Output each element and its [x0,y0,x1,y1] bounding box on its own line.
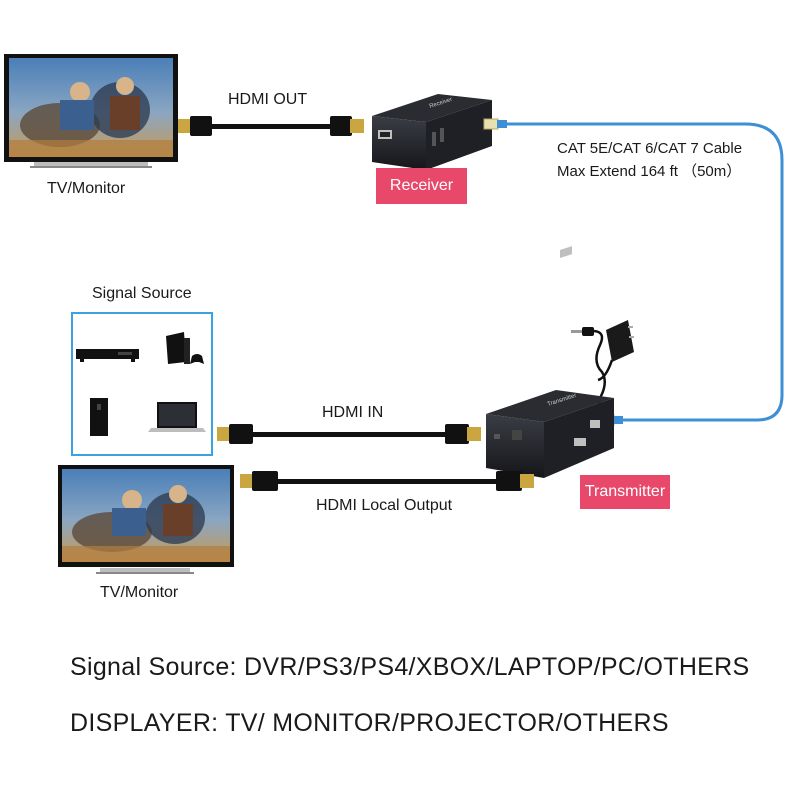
tv-monitor-icon-top [4,54,178,168]
hdmi-out-label: HDMI OUT [228,91,308,108]
hdmi-local-output-cable [240,471,534,491]
footer-signal-source: Signal Source: DVR/PS3/PS4/XBOX/LAPTOP/P… [70,653,750,681]
rj45-plug-icon-top [483,118,507,130]
hdmi-local-output-label: HDMI Local Output [316,497,453,514]
signal-source-label: Signal Source [92,285,192,302]
cable-spec-line1: CAT 5E/CAT 6/CAT 7 Cable [557,140,743,157]
cable-spec-line2: Max Extend 164 ft （50m） [557,163,742,180]
pc-tower-icon [90,398,108,436]
receiver-device: Receiver [372,94,492,170]
transmitter-tag: Transmitter [580,475,670,509]
hdmi-out-cable [178,116,364,136]
ps4-console-icon [166,332,204,364]
dvr-icon [76,349,139,362]
tv-monitor-label-top: TV/Monitor [47,180,126,197]
hdmi-in-label: HDMI IN [322,404,384,421]
signal-source-box [71,312,213,456]
tv-monitor-icon-bottom [58,465,234,574]
tv-monitor-label-bottom: TV/Monitor [100,584,179,601]
transmitter-device: Transmitter [486,246,614,478]
receiver-tag: Receiver [376,168,467,204]
laptop-icon [148,402,206,432]
footer-displayer: DISPLAYER: TV/ MONITOR/PROJECTOR/OTHERS [70,709,669,737]
hdmi-in-cable [217,424,481,444]
